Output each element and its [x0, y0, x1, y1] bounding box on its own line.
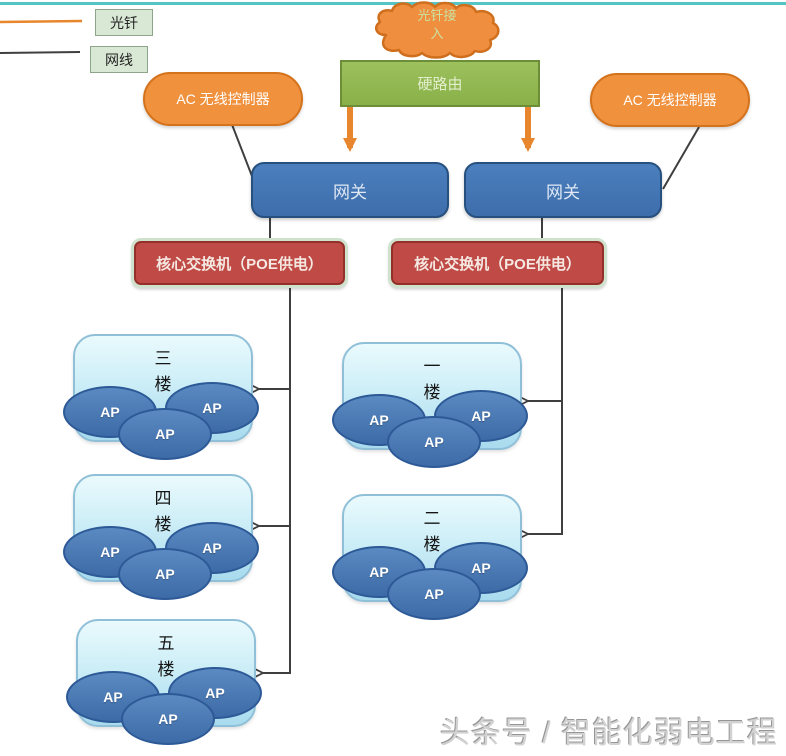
cloud-shape	[374, 1, 500, 59]
floor-label-1f: 一楼	[423, 357, 441, 402]
floor-box-5f: 五楼 AP AP AP	[66, 619, 262, 745]
ap-node: AP	[387, 568, 481, 620]
ap-node: AP	[387, 416, 481, 468]
gateway-right-label: 网关	[546, 182, 580, 202]
ac-controller-right: AC 无线控制器	[590, 73, 750, 127]
floor-label-4f: 四楼	[154, 489, 172, 534]
ap-node: AP	[118, 548, 212, 600]
ap-node: AP	[118, 408, 212, 460]
floor-label-5f: 五楼	[157, 634, 175, 679]
ap-node: AP	[332, 546, 426, 598]
floor-box-3f: 三楼 AP AP AP	[63, 334, 259, 460]
core-switch-right-label: 核心交换机（POE供电）	[414, 255, 581, 273]
legend-fiber-label: 光钎	[95, 9, 153, 36]
ac-controller-right-label: AC 无线控制器	[623, 92, 717, 108]
ap-node: AP	[121, 693, 215, 745]
floor-box-4f: 四楼 AP AP AP	[63, 474, 259, 600]
watermark: 头条号 / 智能化弱电工程	[439, 717, 778, 750]
gateway-right: 网关	[464, 162, 662, 218]
floor-box-2f: 二楼 AP AP AP	[332, 494, 528, 620]
core-switch-right: 核心交换机（POE供电）	[388, 238, 607, 288]
core-switch-left-label: 核心交换机（POE供电）	[156, 255, 323, 273]
ac-controller-left-label: AC 无线控制器	[176, 91, 270, 107]
floor-box-1f: 一楼 AP AP AP	[332, 342, 528, 468]
top-border-line	[0, 2, 786, 5]
gateway-left: 网关	[251, 162, 449, 218]
router-box: 硬路由	[340, 60, 540, 107]
core-switch-left: 核心交换机（POE供电）	[131, 238, 348, 288]
floor-label-2f: 二楼	[423, 509, 441, 554]
ap-node: AP	[165, 522, 259, 574]
legend-cable-label: 网线	[90, 46, 148, 73]
cloud-label: 光钎接入	[417, 8, 457, 41]
internet-cloud: 光钎接入	[372, 1, 502, 59]
ac-controller-left: AC 无线控制器	[143, 72, 303, 126]
floor-label-3f: 三楼	[154, 349, 172, 394]
gateway-left-label: 网关	[333, 182, 367, 202]
router-label: 硬路由	[417, 76, 463, 93]
ap-node: AP	[165, 382, 259, 434]
